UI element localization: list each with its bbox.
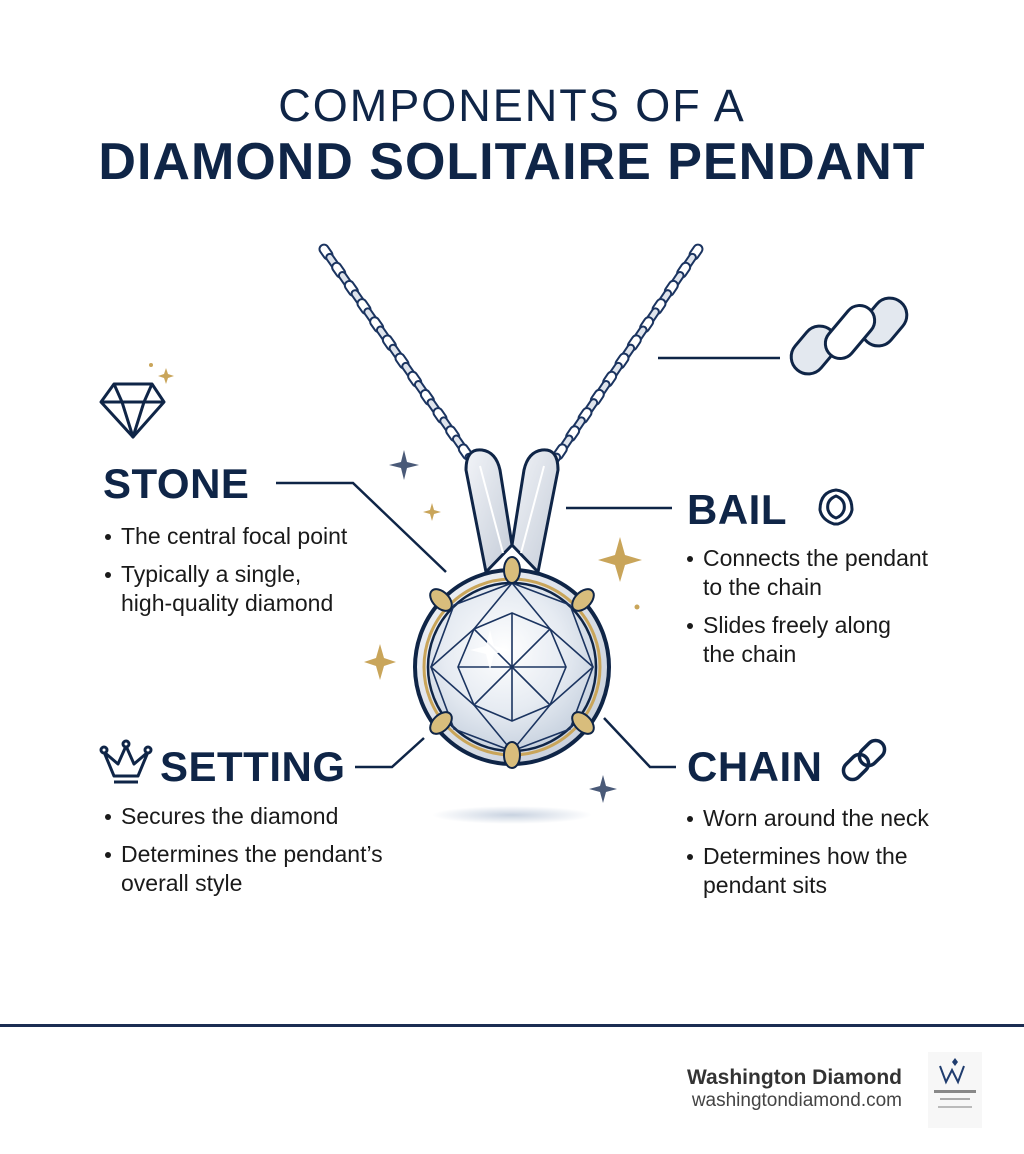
chain-bullets: Worn around the neck Determines how the … [685, 804, 985, 909]
prongs [429, 556, 595, 769]
chain-bullet-1: Worn around the neck [685, 804, 985, 833]
sparkles [149, 363, 642, 803]
sparkle-gold-2 [364, 644, 396, 680]
bail-bullets: Connects the pendant to the chain Slides… [685, 544, 985, 678]
brand-logo [928, 1052, 982, 1128]
title-line-2: DIAMOND SOLITAIRE PENDANT [98, 133, 926, 191]
title-line-1: COMPONENTS OF A [278, 80, 746, 131]
bail-bullet-1: Connects the pendant to the chain [685, 544, 985, 602]
setting-section: SETTING [160, 743, 346, 791]
setting-heading: SETTING [160, 743, 346, 790]
stone-bullets: The central focal point Typically a sing… [103, 522, 403, 627]
bail [464, 448, 560, 574]
bail-icon [818, 488, 854, 526]
stone-bullet-1: The central focal point [103, 522, 403, 551]
setting-bullet-1: Secures the diamond [103, 802, 423, 831]
crown-icon [99, 739, 153, 784]
chain-section: CHAIN [687, 743, 823, 791]
diamond-stone [426, 581, 598, 753]
diamond-icon [99, 382, 166, 439]
setting-leader-line [355, 737, 425, 769]
stone-section: STONE [103, 460, 249, 508]
sparkle-gold-1 [598, 537, 642, 582]
chain-leader-line [603, 717, 676, 769]
chain-heading: CHAIN [687, 743, 823, 790]
chain-decorative-icon [789, 296, 909, 376]
chain-right-strand [540, 243, 704, 479]
bail-heading: BAIL [687, 486, 787, 533]
sparkle-navy-2 [589, 775, 617, 803]
sparkle-gold-3 [423, 503, 441, 521]
chain-link-icon [841, 738, 887, 782]
stone-bullet-2: Typically a single, high-quality diamond [103, 560, 403, 618]
chain-left-strand [318, 243, 486, 479]
footer-divider [0, 1024, 1024, 1027]
stone-leader-line [276, 481, 447, 573]
pendant-shadow [432, 806, 592, 824]
brand-name: Washington Diamond [686, 1066, 902, 1089]
stone-heading: STONE [103, 460, 250, 507]
sparkle-navy-1 [389, 450, 419, 480]
brand-url[interactable]: washingtondiamond.com [691, 1090, 902, 1111]
chain-bullet-2: Determines how the pendant sits [685, 842, 985, 900]
bail-section: BAIL [687, 486, 787, 534]
leader-lines [276, 356, 780, 769]
bail-bullet-2: Slides freely along the chain [685, 611, 985, 669]
sparkle-gold-4 [158, 368, 174, 384]
setting-bullets: Secures the diamond Determines the penda… [103, 802, 423, 907]
setting-bullet-2: Determines the pendant’s overall style [103, 840, 423, 898]
